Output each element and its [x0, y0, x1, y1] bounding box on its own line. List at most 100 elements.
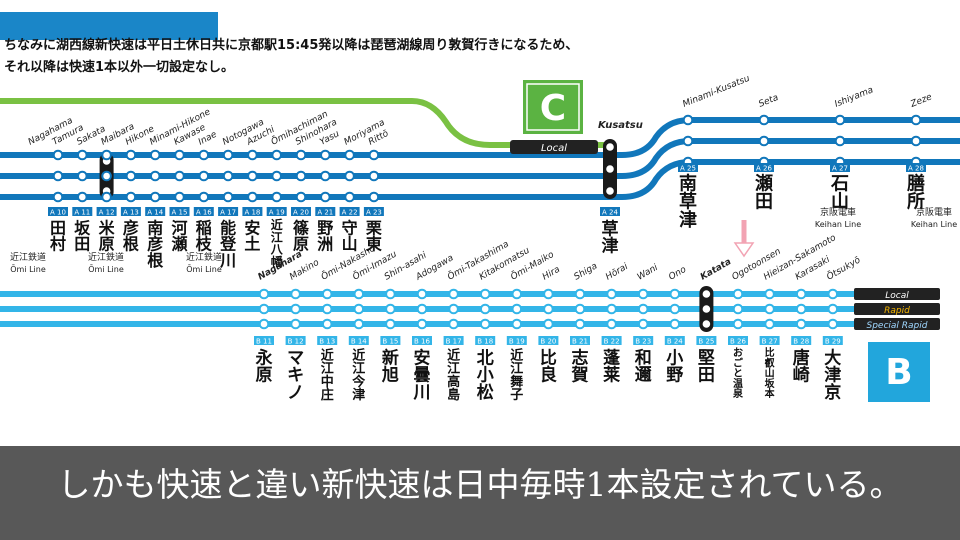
biwako-station-dot — [101, 149, 112, 161]
kosei-station-ja-15-char: 温 — [733, 377, 743, 390]
kosei-station-ja-0-char: 原 — [256, 366, 273, 386]
kosei-station-dot — [827, 303, 839, 315]
biwako-station-ja-4-char: 彦 — [147, 235, 163, 254]
kosei-station-dot — [511, 318, 523, 330]
biwako-station-ja-1: 坂田 — [74, 218, 91, 253]
kosei-station-code-8-box — [506, 336, 527, 345]
south-station-code-2-text: A 27 — [832, 165, 848, 173]
kosei-station-ja-6-char: 江 — [447, 361, 460, 377]
kosei-station-dot — [448, 318, 459, 330]
kosei-station-code-9-text: B 20 — [540, 338, 556, 346]
south-station-dot — [834, 135, 846, 147]
kosei-station-dot — [732, 288, 744, 300]
biwako-station-code-2-text: A 12 — [99, 209, 115, 217]
biwako-station-dot — [344, 149, 355, 161]
south-station-code-1-box — [754, 163, 774, 172]
pink-down-arrow — [733, 220, 755, 258]
line-c-badge-letter: C — [540, 88, 566, 129]
kosei-station-dot — [479, 303, 491, 315]
kosei-station-dot — [574, 303, 586, 315]
biwako-station-dot — [101, 191, 112, 203]
biwako-station-ja-4-char: 根 — [147, 251, 163, 270]
biwako-station-ja-10-char: 原 — [293, 235, 309, 254]
service-tag-rapid: Rapid — [884, 306, 910, 316]
kosei-station-code-13-box — [664, 336, 685, 345]
biwako-station-code-10-box — [291, 207, 311, 216]
kosei-station-ja-2-char: 近 — [321, 347, 334, 363]
note-line-1: ちなみに湖西線新快速は平日土休日共に京都駅15:45発以降は琵琶湖線周り敦賀行き… — [4, 38, 579, 53]
kosei-station-code-12-box — [633, 336, 654, 345]
south-station-en-1: Seta — [757, 93, 780, 110]
kosei-station-dot — [543, 288, 554, 300]
biwako-station-ja-2-char: 米 — [99, 218, 116, 237]
kusatsu-station-marker-dot — [606, 165, 614, 173]
kosei-station-code-13-text: B 24 — [667, 338, 683, 346]
biwako-station-code-4-box — [145, 207, 166, 216]
kosei-station-ja-13-char: 野 — [666, 366, 683, 386]
biwako-station-dot — [174, 170, 185, 182]
katata-station-marker-dot — [702, 290, 711, 298]
biwako-station-ja-9-char: 八 — [270, 243, 284, 257]
south-station-dot — [834, 114, 846, 126]
kosei-station-dot — [764, 303, 775, 315]
biwako-station-ja-10: 篠原 — [293, 218, 309, 253]
kosei-station-ja-17: 唐崎 — [793, 347, 810, 385]
kosei-station-code-2-box — [317, 336, 338, 345]
biwako-station-dot — [149, 170, 161, 182]
kosei-station-code-11-box — [601, 336, 622, 345]
biwako-station-code-2-box — [96, 207, 117, 216]
south-station-code-3-text: A 28 — [908, 165, 924, 173]
kosei-station-code-0-text: B 11 — [256, 338, 272, 346]
kosei-station-dot — [385, 288, 396, 300]
omi-line-en-1: Ōmi Line — [88, 264, 124, 274]
biwako-station-code-7-box — [218, 207, 239, 216]
kosei-station-ja-1: マキノ — [287, 348, 304, 403]
kosei-station-dot — [290, 303, 301, 315]
biwako-station-ja-13-char: 東 — [366, 235, 382, 254]
katata-station-marker-dot — [702, 320, 711, 328]
kosei-station-dot — [764, 318, 775, 330]
biwako-station-code-1-text: A 11 — [74, 209, 90, 217]
kosei-station-ja-6-char: 近 — [447, 347, 460, 363]
south-station-ja-1: 瀬田 — [755, 173, 773, 212]
biwako-station-ja-2: 米原 — [99, 218, 116, 253]
kusatsu-station-marker-dot — [606, 187, 614, 195]
biwako-station-dot — [222, 191, 234, 203]
kosei-station-dot — [416, 303, 428, 315]
kosei-station-ja-3-char: 津 — [352, 387, 365, 403]
omi-line-ja-2: 近江鉄道 — [186, 251, 222, 263]
kosei-station-dot — [448, 303, 459, 315]
south-station-en-2: Ishiyama — [833, 85, 874, 110]
kosei-station-dot — [290, 288, 301, 300]
biwako-station-code-5-box — [169, 207, 190, 216]
south-station-ja-1-char: 田 — [755, 192, 773, 213]
kosei-station-dot — [669, 288, 681, 300]
south-station-ja-2: 石山 — [830, 173, 849, 212]
biwako-station-ja-6: 稲枝 — [195, 218, 213, 253]
kosei-station-dot — [606, 288, 617, 300]
south-station-ja-0-char: 南 — [679, 172, 697, 194]
kosei-station-dot — [511, 288, 523, 300]
biwako-station-dot — [247, 170, 258, 182]
keihan-line-en-0: Keihan Line — [815, 220, 861, 229]
kosei-station-ja-6-char: 高 — [447, 374, 460, 390]
kosei-station-ja-2-char: 中 — [321, 374, 334, 390]
biwako-station-dot — [222, 149, 234, 161]
kosei-station-ja-12-char: 和 — [635, 348, 652, 368]
kosei-station-dot — [606, 303, 617, 315]
biwako-station-dot — [295, 170, 307, 182]
kosei-station-code-14-text: B 25 — [698, 338, 714, 346]
kosei-station-ja-2-char: 江 — [321, 361, 334, 377]
south-station-code-0-box — [678, 163, 698, 172]
biwako-station-ja-10-char: 篠 — [293, 218, 309, 237]
kosei-station-code-1-box — [285, 336, 306, 345]
biwako-station-ja-3: 彦根 — [123, 218, 139, 253]
kosei-station-ja-1-char: マ — [287, 348, 304, 368]
kosei-station-ja-14-char: 田 — [698, 366, 715, 386]
kosei-station-dot — [321, 303, 333, 315]
kosei-station-dot — [795, 318, 807, 330]
biwako-station-ja-12-char: 守 — [342, 218, 358, 237]
biwako-station-ja-8: 安土 — [244, 218, 260, 253]
